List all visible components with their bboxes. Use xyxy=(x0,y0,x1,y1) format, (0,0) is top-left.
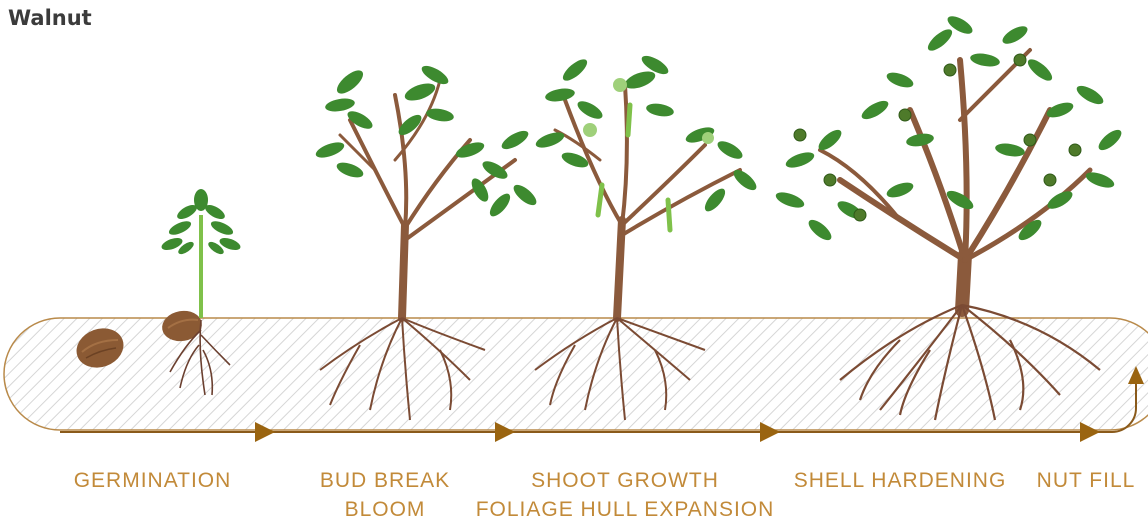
stage-label-shoot-growth: SHOOT GROWTH FOLIAGE HULL EXPANSION xyxy=(470,466,780,524)
stage-label-nut-fill: NUT FILL xyxy=(1030,466,1142,495)
stage-label-bud-break: BUD BREAK BLOOM xyxy=(300,466,470,524)
stage-label-germination: GERMINATION xyxy=(60,466,245,495)
stage-label-shell-hardening: SHELL HARDENING xyxy=(785,466,1015,495)
